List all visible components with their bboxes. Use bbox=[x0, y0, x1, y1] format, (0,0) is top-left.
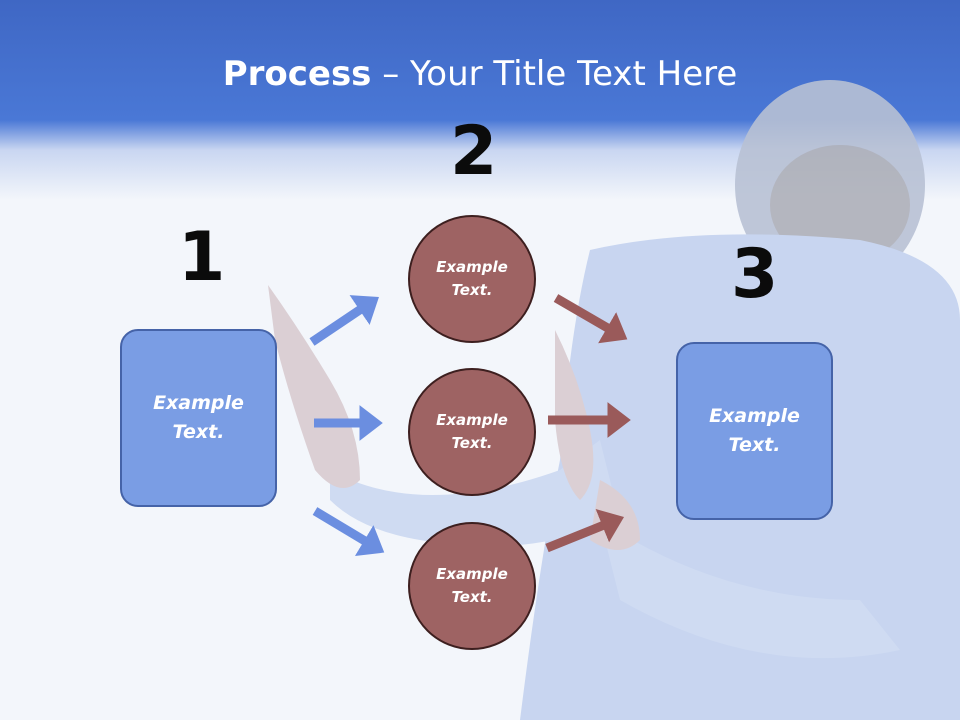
step-1-number: 1 bbox=[178, 218, 226, 297]
step-2-circle-bottom: Example Text. bbox=[408, 522, 536, 650]
arrow-1-to-2c bbox=[312, 507, 385, 556]
step-2-circle-middle: Example Text. bbox=[408, 368, 536, 496]
title-rest: – Your Title Text Here bbox=[371, 54, 738, 94]
step-2-circle-top: Example Text. bbox=[408, 215, 536, 343]
arrow-2c-to-3 bbox=[545, 509, 625, 553]
slide-title: Process – Your Title Text Here bbox=[0, 52, 960, 96]
title-bold: Process bbox=[222, 54, 372, 94]
step-3-text: Example Text. bbox=[709, 405, 800, 456]
step-2-text-middle: Example Text. bbox=[436, 411, 508, 452]
step-1-text: Example Text. bbox=[153, 392, 244, 443]
arrow-2a-to-3 bbox=[553, 294, 628, 344]
step-2-text-bottom: Example Text. bbox=[436, 565, 508, 606]
step-3-number: 3 bbox=[731, 235, 779, 314]
step-3-box: Example Text. bbox=[676, 342, 833, 520]
arrow-1-to-2a bbox=[309, 295, 379, 346]
step-2-number: 2 bbox=[450, 112, 498, 191]
step-2-text-top: Example Text. bbox=[436, 258, 508, 299]
step-1-box: Example Text. bbox=[120, 329, 277, 507]
